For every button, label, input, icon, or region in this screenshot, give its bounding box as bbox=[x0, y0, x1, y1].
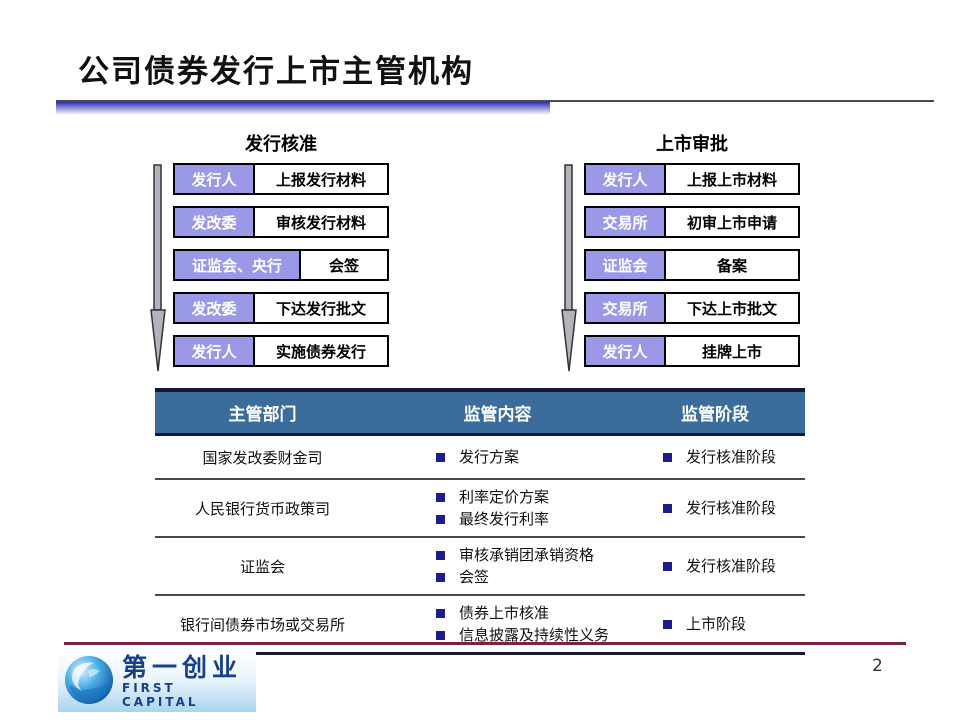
step-actor: 发行人 bbox=[586, 165, 666, 193]
footer-divider-line bbox=[64, 642, 906, 645]
step-action: 实施债券发行 bbox=[275, 342, 366, 361]
step-action: 上报上市材料 bbox=[686, 170, 777, 189]
page-title: 公司债券发行上市主管机构 bbox=[78, 54, 474, 90]
stage-item: 发行核准阶段 bbox=[686, 448, 777, 466]
table-row: 人民银行货币政策司 利率定价方案 最终发行利率 发行核准阶段 bbox=[155, 480, 805, 538]
step-actor: 发行人 bbox=[175, 165, 255, 193]
department-cell: 银行间债券市场或交易所 bbox=[179, 615, 345, 634]
logo-chinese-name: 第一创业 bbox=[122, 653, 243, 682]
table-row: 国家发改委财金司 发行方案 发行核准阶段 bbox=[155, 436, 805, 480]
flowchart-listing-approval: 上市审批 发行人 上报上市材料 交易所 初审上市申请 证监会 bbox=[560, 130, 800, 373]
flow-step: 交易所 初审上市申请 bbox=[584, 206, 800, 238]
bullet-square-icon bbox=[663, 619, 672, 629]
flow-step: 证监会 备案 bbox=[584, 249, 800, 281]
step-actor: 发改委 bbox=[175, 294, 255, 322]
down-arrow-icon bbox=[560, 163, 584, 373]
step-action: 会签 bbox=[328, 256, 359, 275]
content-item: 最终发行利率 bbox=[459, 510, 550, 528]
department-cell: 国家发改委财金司 bbox=[202, 448, 323, 467]
flow-step: 发改委 审核发行材料 bbox=[173, 206, 389, 238]
table-header-department: 主管部门 bbox=[228, 405, 297, 425]
table-header-row: 主管部门 监管内容 监管阶段 bbox=[155, 388, 805, 436]
flowchart-issuance-approval: 发行核准 发行人 上报发行材料 发改委 审核发行材料 证监会、央行 bbox=[149, 130, 389, 373]
bullet-square-icon bbox=[436, 492, 445, 502]
step-action: 审核发行材料 bbox=[275, 213, 366, 232]
step-actor: 交易所 bbox=[586, 294, 666, 322]
content-item: 信息披露及持续性义务 bbox=[459, 626, 610, 644]
page-number: 2 bbox=[872, 656, 883, 676]
stage-item: 发行核准阶段 bbox=[686, 499, 777, 517]
stage-item: 发行核准阶段 bbox=[686, 557, 777, 575]
step-actor: 发行人 bbox=[586, 337, 666, 365]
bullet-square-icon bbox=[663, 452, 672, 462]
flow-step: 发行人 挂牌上市 bbox=[584, 335, 800, 367]
step-action: 初审上市申请 bbox=[686, 213, 777, 232]
company-logo: 第一创业 FIRST CAPITAL bbox=[58, 652, 256, 712]
bullet-square-icon bbox=[436, 608, 445, 618]
title-rule-line bbox=[56, 100, 934, 102]
department-cell: 人民银行货币政策司 bbox=[194, 499, 330, 518]
stage-cell: 上市阶段 bbox=[625, 613, 805, 635]
content-cell: 利率定价方案 最终发行利率 bbox=[370, 486, 625, 530]
down-arrow-icon bbox=[149, 163, 173, 373]
step-action: 下达发行批文 bbox=[275, 299, 366, 318]
flow-step: 发改委 下达发行批文 bbox=[173, 292, 389, 324]
flow-step: 发行人 上报发行材料 bbox=[173, 163, 389, 195]
flowchart-steps: 发行人 上报发行材料 发改委 审核发行材料 证监会、央行 会签 发改委 下达发行… bbox=[173, 163, 389, 373]
bullet-square-icon bbox=[436, 550, 445, 560]
stage-cell: 发行核准阶段 bbox=[625, 497, 805, 519]
content-item: 利率定价方案 bbox=[459, 488, 550, 506]
step-actor: 交易所 bbox=[586, 208, 666, 236]
step-action: 下达上市批文 bbox=[686, 299, 777, 318]
content-cell: 发行方案 bbox=[370, 446, 625, 468]
step-action: 上报发行材料 bbox=[275, 170, 366, 189]
bullet-square-icon bbox=[436, 452, 445, 462]
flow-step: 发行人 实施债券发行 bbox=[173, 335, 389, 367]
title-underline-bar bbox=[56, 102, 550, 115]
bullet-square-icon bbox=[436, 572, 445, 582]
flowchart-steps: 发行人 上报上市材料 交易所 初审上市申请 证监会 备案 交易所 下达上市批文 … bbox=[584, 163, 800, 373]
bullet-square-icon bbox=[436, 514, 445, 524]
content-cell: 审核承销团承销资格 会签 bbox=[370, 544, 625, 588]
flow-step: 交易所 下达上市批文 bbox=[584, 292, 800, 324]
table-row: 证监会 审核承销团承销资格 会签 发行核准阶段 bbox=[155, 538, 805, 596]
content-cell: 债券上市核准 信息披露及持续性义务 bbox=[370, 602, 625, 646]
content-item: 审核承销团承销资格 bbox=[459, 546, 595, 564]
table-header-stage: 监管阶段 bbox=[681, 405, 749, 425]
step-actor: 发改委 bbox=[175, 208, 255, 236]
stage-item: 上市阶段 bbox=[686, 615, 747, 633]
table-header-content: 监管内容 bbox=[463, 405, 532, 425]
step-action: 挂牌上市 bbox=[701, 342, 762, 361]
logo-english-name: FIRST CAPITAL bbox=[122, 681, 199, 709]
bullet-square-icon bbox=[663, 561, 672, 571]
step-actor: 证监会 bbox=[586, 251, 666, 279]
stage-cell: 发行核准阶段 bbox=[625, 555, 805, 577]
flowchart-title: 发行核准 bbox=[245, 134, 317, 155]
flow-step: 发行人 上报上市材料 bbox=[584, 163, 800, 195]
bullet-square-icon bbox=[663, 503, 672, 513]
step-action: 备案 bbox=[716, 256, 747, 275]
content-item: 会签 bbox=[459, 568, 490, 586]
globe-icon bbox=[64, 655, 114, 709]
bullet-square-icon bbox=[436, 630, 445, 640]
content-item: 债券上市核准 bbox=[459, 604, 550, 622]
regulators-table: 主管部门 监管内容 监管阶段 国家发改委财金司 发行方案 发行核准阶段 人民银行… bbox=[155, 388, 805, 655]
flowchart-title: 上市审批 bbox=[656, 134, 728, 155]
department-cell: 证监会 bbox=[239, 557, 285, 576]
table-row: 银行间债券市场或交易所 债券上市核准 信息披露及持续性义务 上市阶段 bbox=[155, 596, 805, 655]
content-item: 发行方案 bbox=[459, 448, 520, 466]
step-actor: 发行人 bbox=[175, 337, 255, 365]
stage-cell: 发行核准阶段 bbox=[625, 446, 805, 468]
flow-step: 证监会、央行 会签 bbox=[173, 249, 389, 281]
step-actor: 证监会、央行 bbox=[175, 251, 301, 279]
